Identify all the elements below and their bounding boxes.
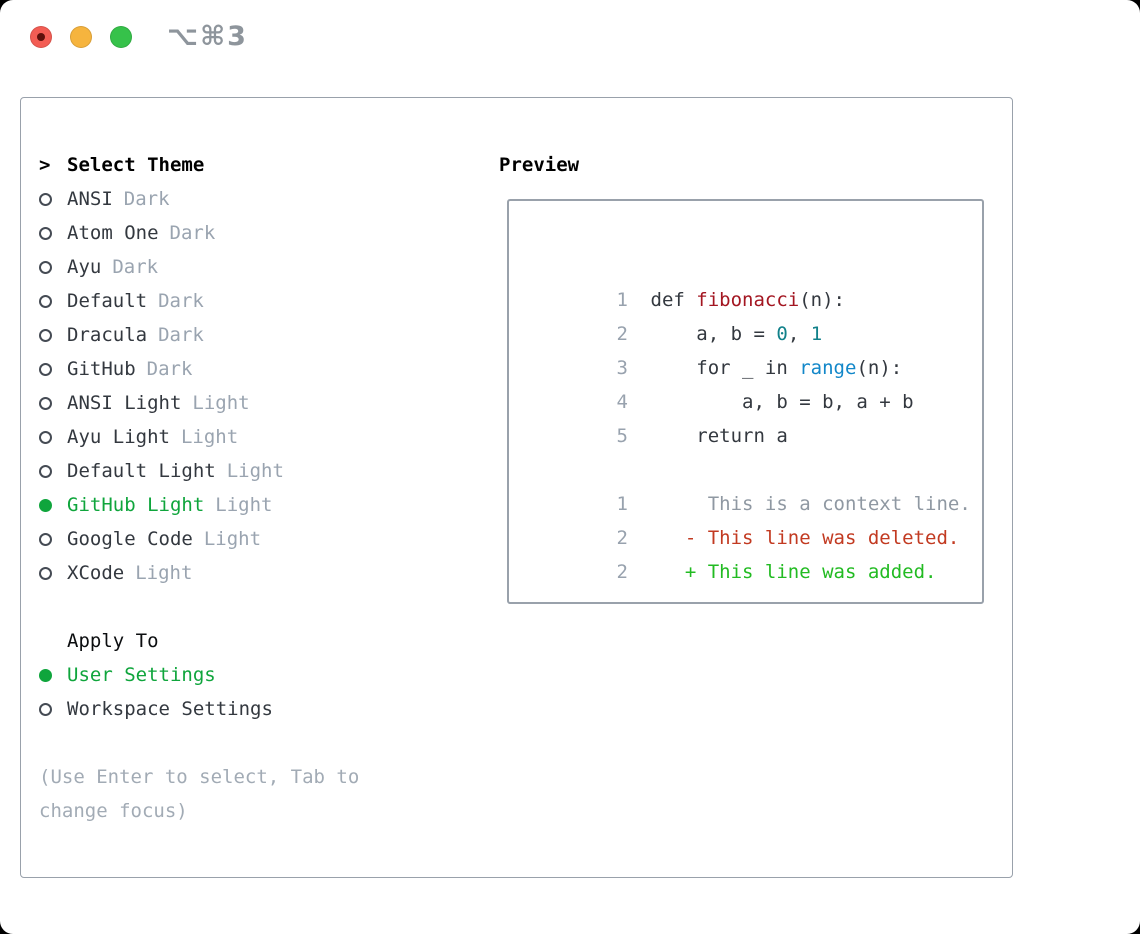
help-text-line-1: (Use Enter to select, Tab to xyxy=(39,766,360,788)
radio-icon xyxy=(39,464,67,478)
apply-to-header: Apply To xyxy=(39,624,489,658)
theme-option-xcode-light[interactable]: XCode Light xyxy=(39,556,489,590)
window-shortcut-label: ⌥⌘3 xyxy=(167,21,248,52)
line-number: 1 xyxy=(616,493,628,515)
theme-variant: Light xyxy=(226,460,284,482)
theme-variant: Dark xyxy=(112,256,159,278)
radio-icon xyxy=(39,702,67,716)
theme-option-atom-one-dark[interactable]: Atom One Dark xyxy=(39,216,489,250)
radio-icon xyxy=(39,566,67,580)
theme-variant: Light xyxy=(180,426,239,448)
theme-name: Ayu Light xyxy=(67,426,170,448)
theme-name: XCode xyxy=(67,562,125,584)
theme-variant: Light xyxy=(135,562,193,584)
radio-icon xyxy=(39,396,67,410)
line-number: 2 xyxy=(616,323,628,345)
theme-name: Atom One xyxy=(67,222,159,244)
theme-name: ANSI Light xyxy=(67,392,182,414)
diff-deleted-line: 2 - This line was deleted. xyxy=(525,487,982,549)
radio-selected-icon xyxy=(39,498,67,512)
apply-option-user-settings[interactable]: User Settings xyxy=(39,658,489,692)
code-line: 3 for _ in range(n): xyxy=(525,317,982,379)
theme-option-default-dark[interactable]: Default Dark xyxy=(39,284,489,318)
code-line: 4 a, b = b, a + b xyxy=(525,351,982,413)
select-theme-title: Select Theme xyxy=(67,154,205,176)
line-number: 1 xyxy=(616,289,628,311)
diff-added-line: 2 + This line was added. xyxy=(525,521,982,583)
theme-variant: Light xyxy=(215,494,273,516)
apply-to-title: Apply To xyxy=(67,630,159,652)
theme-name: Default Light xyxy=(67,460,216,482)
line-number: 3 xyxy=(616,357,628,379)
radio-icon xyxy=(39,260,67,274)
radio-icon xyxy=(39,192,67,206)
minimize-button[interactable] xyxy=(70,26,92,48)
apply-option-label: User Settings xyxy=(67,664,216,686)
theme-name: Google Code xyxy=(67,528,193,550)
theme-list: > Select Theme ANSI Dark Atom One Dark A… xyxy=(39,148,489,828)
theme-option-ansi-dark[interactable]: ANSI Dark xyxy=(39,182,489,216)
radio-icon xyxy=(39,532,67,546)
spacer xyxy=(39,726,489,760)
close-button[interactable] xyxy=(30,26,52,48)
theme-variant: Dark xyxy=(146,358,193,380)
window-controls xyxy=(30,26,132,48)
theme-variant: Dark xyxy=(123,188,170,210)
radio-icon xyxy=(39,294,67,308)
theme-option-dracula-dark[interactable]: Dracula Dark xyxy=(39,318,489,352)
theme-option-ayu-light[interactable]: Ayu Light Light xyxy=(39,420,489,454)
code-line: 2 a, b = 0, 1 xyxy=(525,283,982,345)
prompt-icon: > xyxy=(39,154,51,176)
theme-option-default-light[interactable]: Default Light Light xyxy=(39,454,489,488)
theme-variant: Light xyxy=(203,528,262,550)
maximize-button[interactable] xyxy=(110,26,132,48)
theme-option-ayu-dark[interactable]: Ayu Dark xyxy=(39,250,489,284)
theme-option-ansi-light[interactable]: ANSI Light Light xyxy=(39,386,489,420)
theme-name: GitHub Light xyxy=(67,494,205,516)
theme-name: GitHub xyxy=(67,358,136,380)
theme-picker-panel: > Select Theme ANSI Dark Atom One Dark A… xyxy=(20,97,1013,878)
code-line: 5 return a xyxy=(525,385,982,447)
theme-variant: Dark xyxy=(158,324,204,346)
theme-name: Dracula xyxy=(67,324,148,346)
radio-icon xyxy=(39,362,67,376)
select-theme-header: > Select Theme xyxy=(39,148,489,182)
close-dot-icon xyxy=(37,33,45,41)
line-number: 2 xyxy=(616,561,628,583)
line-number: 2 xyxy=(616,527,628,549)
radio-icon xyxy=(39,226,67,240)
apply-option-workspace-settings[interactable]: Workspace Settings xyxy=(39,692,489,726)
theme-option-google-code-light[interactable]: Google Code Light xyxy=(39,522,489,556)
preview-title: Preview xyxy=(499,154,580,176)
theme-option-github-dark[interactable]: GitHub Dark xyxy=(39,352,489,386)
apply-option-label: Workspace Settings xyxy=(67,698,273,720)
line-number: 4 xyxy=(616,391,628,413)
spacer xyxy=(39,590,489,624)
theme-variant: Dark xyxy=(169,222,216,244)
radio-selected-icon xyxy=(39,668,67,682)
theme-variant: Light xyxy=(192,392,250,414)
theme-option-github-light[interactable]: GitHub Light Light xyxy=(39,488,489,522)
radio-icon xyxy=(39,328,67,342)
line-number: 5 xyxy=(616,425,628,447)
theme-variant: Dark xyxy=(158,290,204,312)
help-text-line-2: change focus) xyxy=(39,800,188,822)
theme-name: ANSI xyxy=(67,188,113,210)
theme-name: Ayu xyxy=(67,256,102,278)
radio-icon xyxy=(39,430,67,444)
theme-name: Default xyxy=(67,290,148,312)
diff-context-line: 1 This is a context line. xyxy=(525,453,982,515)
